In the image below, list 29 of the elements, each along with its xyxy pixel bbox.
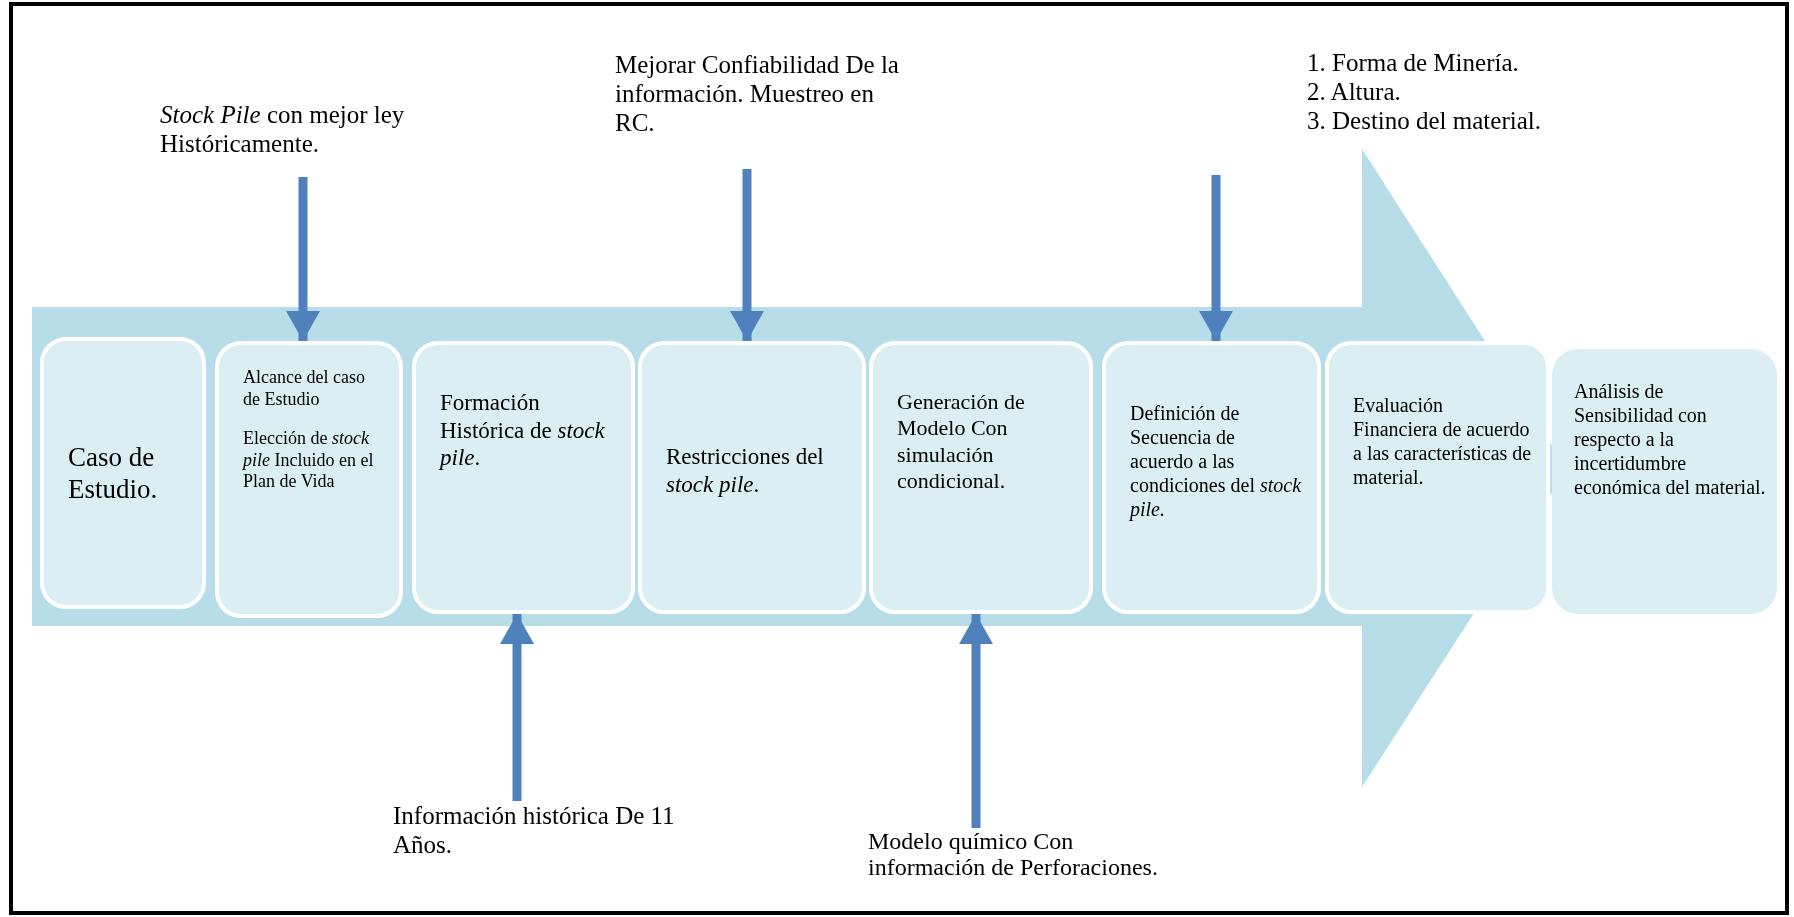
note-text: 2. Altura. — [1307, 77, 1402, 106]
box-text: Elección de stock pile Incluido en el Plan de Vida — [243, 428, 375, 493]
box-text: Restricciones del stock pile. — [666, 443, 825, 499]
arrow — [500, 614, 534, 801]
arrow — [286, 177, 320, 341]
process-box — [215, 341, 403, 618]
note-text: 1. Forma de Minería. — [1307, 48, 1520, 77]
process-box — [412, 341, 635, 614]
box-text: Análisis de Sensibilidad con respecto a la incertidumbre económica del material. — [1574, 379, 1767, 499]
arrow — [959, 614, 993, 828]
box-text: Definición de Secuencia de acuerdo a las condiciones del stock pile. — [1130, 401, 1303, 521]
box-text: Caso de Estudio. — [68, 440, 159, 506]
process-box — [40, 337, 206, 609]
note-text: Modelo químico Con información de Perforaciones. — [868, 828, 1159, 881]
note-text: 3. Destino del material. — [1307, 106, 1542, 135]
box-text: Generación de Modelo Con simulación condicional. — [897, 389, 1026, 495]
note-text: Mejorar Confiabilidad De la información. Muestreo en RC. — [615, 50, 900, 137]
box-text: Alcance del caso de Estudio — [243, 367, 366, 411]
box-text: Evaluación Financiera de acuerdo a las características de material. — [1353, 393, 1532, 489]
process-box — [638, 341, 866, 614]
process-box — [869, 341, 1093, 614]
arrow — [1199, 175, 1233, 341]
process-box — [1552, 349, 1777, 614]
process-box — [1102, 341, 1321, 614]
note-text: Información histórica De 11 Años. — [393, 801, 676, 859]
arrow — [730, 169, 764, 341]
box-text: Formación Histórica de stock pile. — [440, 389, 606, 472]
note-text: Stock Pile con mejor ley Históricamente. — [160, 100, 406, 158]
process-box — [1325, 341, 1550, 614]
